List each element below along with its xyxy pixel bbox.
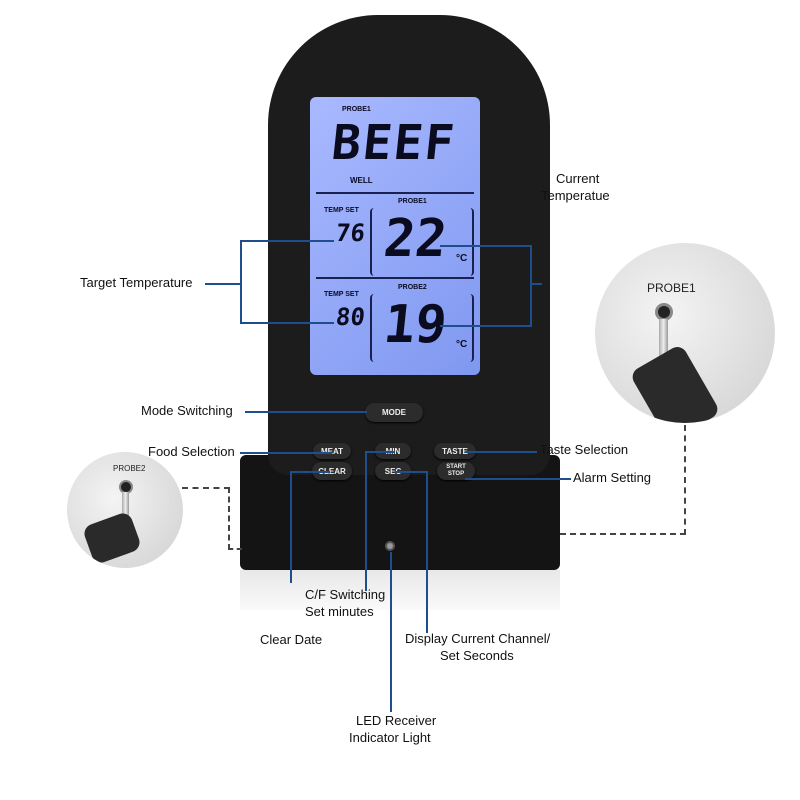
dashed-connector xyxy=(140,487,230,489)
temp-set-label-2: TEMP SET xyxy=(324,291,359,298)
probe2-bracket xyxy=(370,294,474,362)
target-temperature-label: Target Temperature xyxy=(80,275,193,290)
callout-line xyxy=(426,471,428,633)
start-stop-button[interactable]: START STOP xyxy=(437,462,475,480)
indicator-light-label: Indicator Light xyxy=(349,730,431,745)
probe1-screen-label: PROBE1 xyxy=(398,198,427,205)
probe-plug-handle xyxy=(81,510,143,566)
probe-plug-handle xyxy=(629,343,721,423)
probe-plug-shaft xyxy=(659,319,668,359)
callout-line xyxy=(465,478,571,480)
base-bottom xyxy=(240,570,560,610)
callout-line xyxy=(240,240,334,242)
dashed-connector xyxy=(560,533,686,535)
probe-plug-shaft xyxy=(122,492,129,524)
callout-line xyxy=(465,451,537,453)
target-temp-2: 80 xyxy=(334,303,367,331)
probe1-bracket xyxy=(370,208,474,276)
target-temp-1: 76 xyxy=(334,219,367,247)
dashed-connector xyxy=(228,487,230,550)
probe1-top-label: PROBE1 xyxy=(342,106,371,113)
callout-line xyxy=(240,452,332,454)
led-indicator-light xyxy=(385,541,395,551)
unit-2: °C xyxy=(456,339,468,350)
callout-line xyxy=(240,240,242,324)
meat-button[interactable]: MEAT xyxy=(313,443,351,459)
probe2-jack-label: PROBE2 xyxy=(113,464,146,473)
alarm-setting-label: Alarm Setting xyxy=(573,470,652,485)
doneness-display: WELL xyxy=(350,176,373,185)
food-selection-label: Food Selection xyxy=(148,444,235,459)
callout-line xyxy=(365,451,395,453)
mode-button[interactable]: MODE xyxy=(365,403,423,422)
callout-line xyxy=(530,245,532,327)
current-temperature-label-2: Temperatue xyxy=(541,188,610,203)
cf-switching-label: C/F Switching xyxy=(305,587,386,602)
current-temp-1: 22 xyxy=(380,209,450,269)
callout-line xyxy=(290,471,292,583)
callout-line xyxy=(390,552,392,712)
callout-line xyxy=(365,451,367,591)
callout-line xyxy=(240,322,334,324)
probe2-jack-closeup: PROBE2 xyxy=(67,452,183,568)
callout-line xyxy=(290,471,330,473)
callout-line xyxy=(530,283,542,285)
food-display: BEEF xyxy=(329,115,459,171)
taste-button[interactable]: TASTE xyxy=(434,443,476,459)
sec-button[interactable]: SEC xyxy=(375,462,411,480)
led-receiver-label: LED Receiver xyxy=(356,713,437,728)
screen-divider xyxy=(316,277,474,279)
mode-switching-label: Mode Switching xyxy=(141,403,233,418)
callout-line xyxy=(440,245,532,247)
dashed-connector xyxy=(228,548,242,550)
probe1-jack-label: PROBE1 xyxy=(647,281,696,295)
current-temperature-label-1: Current xyxy=(556,171,600,186)
callout-line xyxy=(245,411,367,413)
screen-divider xyxy=(316,192,474,194)
set-minutes-label: Set minutes xyxy=(305,604,374,619)
display-channel-label: Display Current Channel/ xyxy=(405,631,551,646)
temp-set-label-1: TEMP SET xyxy=(324,207,359,214)
unit-1: °C xyxy=(456,253,468,264)
taste-selection-label: Taste Selection xyxy=(540,442,629,457)
lcd-screen: PROBE1 BEEF WELL TEMP SET 76 PROBE1 22 °… xyxy=(310,97,480,375)
probe2-screen-label: PROBE2 xyxy=(398,284,427,291)
probe1-jack-closeup: PROBE1 xyxy=(595,243,775,423)
set-seconds-label: Set Seconds xyxy=(440,648,514,663)
callout-line xyxy=(440,325,532,327)
dashed-connector xyxy=(684,425,686,535)
clear-button[interactable]: CLEAR xyxy=(312,462,352,480)
callout-line xyxy=(395,471,427,473)
clear-date-label: Clear Date xyxy=(260,632,323,647)
callout-line xyxy=(205,283,241,285)
